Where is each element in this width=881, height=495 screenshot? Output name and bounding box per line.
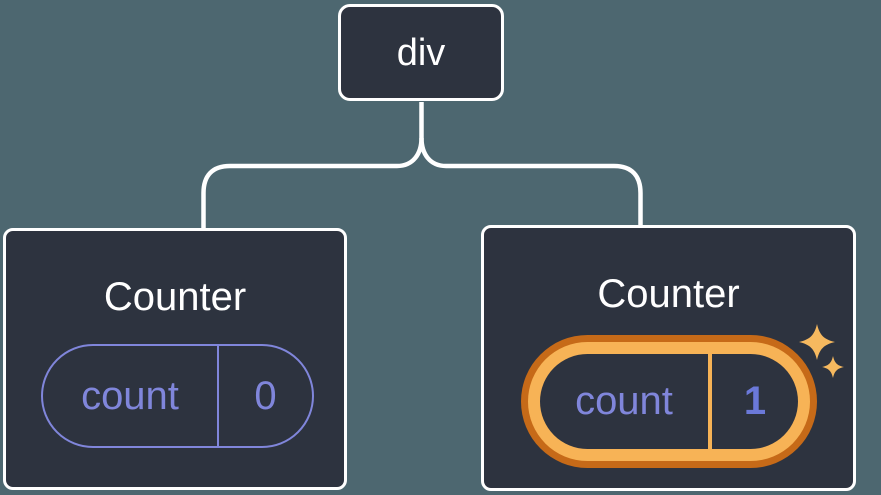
pill-divider: [708, 354, 712, 449]
tree-node-div: div: [338, 4, 504, 101]
state-pill: count 1: [540, 354, 798, 449]
connector-root-to-right-counter: [419, 137, 643, 228]
div-node-label: div: [396, 31, 446, 74]
pill-divider: [217, 346, 219, 446]
connector-root-to-left-counter: [201, 102, 424, 230]
counter-title: Counter: [597, 272, 740, 316]
state-pill: count 0: [41, 344, 314, 448]
pill-glow-ring: count 1: [528, 342, 810, 461]
state-value: 0: [254, 373, 277, 418]
state-pill-highlighted: count 1: [521, 335, 817, 468]
state-name: count: [575, 379, 673, 423]
state-name: count: [81, 373, 179, 418]
tree-node-counter-left: Counter count 0: [3, 228, 347, 490]
state-value: 1: [743, 379, 767, 423]
counter-title: Counter: [103, 275, 247, 319]
tree-node-counter-right: Counter count 1: [481, 225, 856, 491]
